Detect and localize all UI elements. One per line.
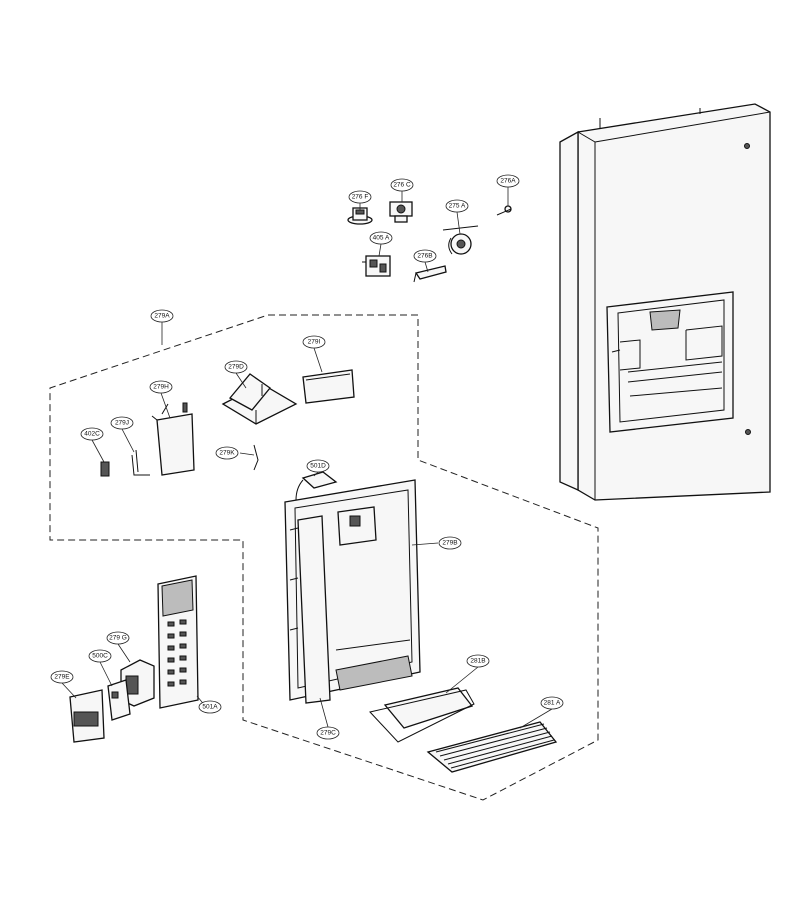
callout-276B: 276B bbox=[413, 249, 437, 263]
callout-279G-label: 279 G bbox=[109, 635, 127, 642]
callout-276A-label: 276A bbox=[500, 178, 516, 185]
part-281B-tray bbox=[369, 687, 475, 743]
part-276F bbox=[347, 207, 373, 225]
callout-279D-label: 279D bbox=[228, 364, 244, 371]
callout-279I-label: 279I bbox=[308, 339, 321, 346]
callout-279D: 279D bbox=[224, 360, 248, 374]
callout-279E: 279E bbox=[50, 670, 74, 684]
callout-402C-label: 402C bbox=[84, 431, 100, 438]
callout-279K: 279K bbox=[215, 446, 239, 460]
callout-279G: 279 G bbox=[106, 631, 130, 645]
callout-276A: 276A bbox=[496, 174, 520, 188]
callout-500C-label: 500C bbox=[92, 653, 108, 660]
door-screw-top bbox=[744, 143, 750, 149]
callout-279A-label: 279A bbox=[154, 313, 170, 320]
part-279J bbox=[131, 449, 150, 476]
callout-279C: 279C bbox=[316, 726, 340, 740]
callout-405A: 405 A bbox=[369, 231, 393, 245]
callout-279B-label: 279B bbox=[442, 540, 457, 547]
leader-lines bbox=[61, 187, 553, 729]
part-279K bbox=[253, 444, 259, 471]
part-279I bbox=[302, 369, 355, 404]
callout-500C: 500C bbox=[88, 649, 112, 663]
callout-276C: 276 C bbox=[390, 178, 414, 192]
callout-279C-label: 279C bbox=[320, 730, 336, 737]
part-276A bbox=[496, 205, 512, 216]
part-279D bbox=[221, 373, 298, 425]
callout-405A-label: 405 A bbox=[373, 235, 390, 242]
callout-275A-label: 275 A bbox=[449, 203, 466, 210]
callout-279H: 279H bbox=[149, 380, 173, 394]
part-281A-grille bbox=[426, 721, 558, 773]
door-screw-bottom bbox=[745, 429, 751, 435]
callout-501A: 501A bbox=[198, 700, 222, 714]
part-279C-front-panel bbox=[289, 515, 331, 704]
callout-279J-label: 279J bbox=[115, 420, 129, 427]
callout-276F-label: 276 F bbox=[352, 194, 369, 201]
callout-501D: 501D bbox=[306, 459, 330, 473]
callout-281A-label: 281 A bbox=[544, 700, 561, 707]
callout-279J: 279J bbox=[110, 416, 134, 430]
callout-281A: 281 A bbox=[540, 696, 564, 710]
callout-276B-label: 276B bbox=[417, 253, 432, 260]
refrigerator-door bbox=[559, 103, 771, 501]
callout-281B: 281B bbox=[466, 654, 490, 668]
callout-279I: 279I bbox=[302, 335, 326, 349]
part-405A bbox=[362, 255, 391, 277]
part-279E bbox=[69, 689, 105, 743]
part-276B bbox=[413, 265, 447, 283]
part-501A-control-panel bbox=[157, 575, 199, 709]
assembly-group-boundary bbox=[49, 314, 599, 801]
part-402C bbox=[100, 461, 110, 477]
callout-402C: 402C bbox=[80, 427, 104, 441]
dispenser-recess bbox=[606, 291, 734, 433]
part-276C bbox=[389, 201, 413, 223]
callout-276F: 276 F bbox=[348, 190, 372, 204]
callout-281B-label: 281B bbox=[470, 658, 485, 665]
callout-275A: 275 A bbox=[445, 199, 469, 213]
callout-276C-label: 276 C bbox=[393, 182, 411, 189]
callout-279A: 279A bbox=[150, 309, 174, 323]
callout-501D-label: 501D bbox=[310, 463, 326, 470]
part-500C bbox=[107, 679, 131, 721]
callout-279H-label: 279H bbox=[153, 384, 169, 391]
callout-279E-label: 279E bbox=[54, 674, 70, 681]
part-275A bbox=[442, 225, 479, 255]
part-279H bbox=[151, 402, 195, 476]
callout-279K-label: 279K bbox=[219, 450, 235, 457]
callout-501A-label: 501A bbox=[202, 704, 218, 711]
callout-279B: 279B bbox=[438, 536, 462, 550]
